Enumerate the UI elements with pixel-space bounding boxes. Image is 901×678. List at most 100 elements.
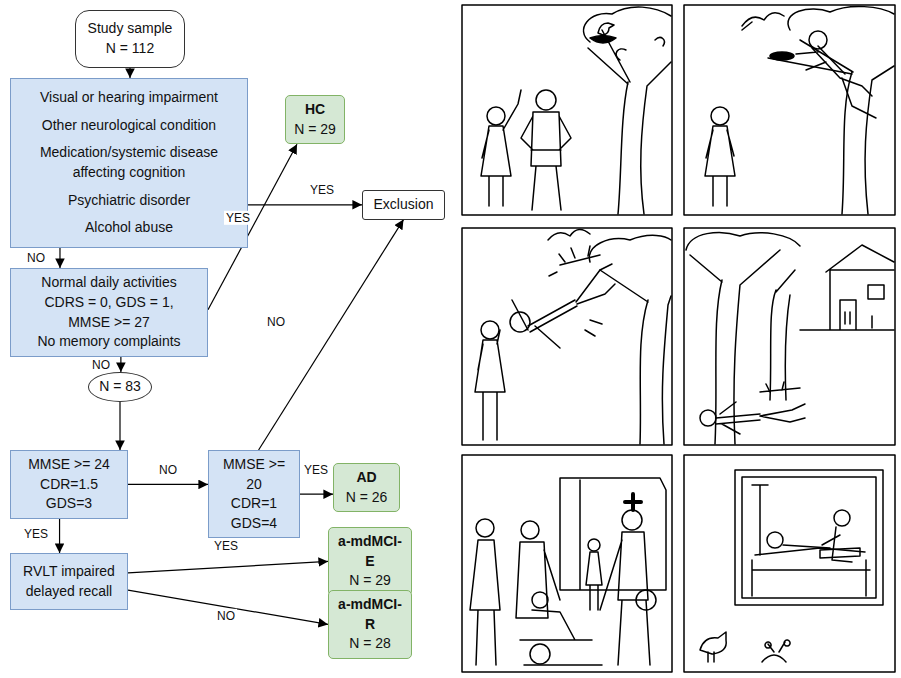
comic-panel-5: [462, 455, 672, 672]
woman-head: [476, 519, 494, 537]
girl-figure: [586, 552, 602, 610]
visitor-head: [834, 510, 850, 526]
node-text: N = 112: [106, 39, 154, 59]
nest-drawing: [590, 36, 616, 44]
man-head: [700, 410, 716, 426]
node-text: Study sample: [88, 19, 173, 39]
flow-arrow: [59, 519, 60, 553]
stretcher-wheel: [530, 644, 550, 664]
node-text: Normal daily activities: [41, 273, 176, 293]
node-text: Medication/systemic disease affecting co…: [17, 143, 241, 182]
woman-figure: [705, 126, 735, 206]
flow-arrow: [129, 68, 130, 78]
flow-arrow: [128, 484, 208, 485]
node-text: CDRS = 0, GDS = 1,: [44, 293, 173, 313]
node-text: Exclusion: [374, 195, 434, 215]
node-text: Psychiatric disorder: [68, 191, 190, 211]
edge-label: NO: [25, 251, 47, 265]
node-text: No memory complaints: [37, 332, 180, 352]
helper-head: [521, 521, 539, 539]
edge-label: YES: [302, 463, 330, 477]
patient-head: [767, 532, 783, 548]
node-text: N = 29: [349, 571, 391, 591]
comic-panel-2: [684, 5, 895, 215]
stretcher-drawing: [520, 610, 602, 665]
woman-figure: [475, 330, 505, 440]
nest-drawing: [770, 52, 794, 60]
node-text: CDR=1.5: [40, 475, 98, 495]
house-drawing: [800, 245, 894, 330]
bird-drawing: [548, 229, 590, 240]
criteria-box: RVLT impaired delayed recall: [10, 553, 128, 610]
woman-head: [711, 107, 729, 125]
woman-figure: [470, 540, 500, 665]
flow-arrow: [128, 561, 328, 573]
edge-label: YES: [212, 539, 240, 553]
criteria-box: MMSE >= 24CDR=1.5GDS=3: [10, 450, 128, 519]
node-text: N = 83: [99, 377, 141, 397]
node-text: Alcohol abuse: [85, 218, 173, 238]
panel-frame: [462, 228, 672, 445]
broken-branch: [549, 246, 600, 276]
flow-arrow: [59, 248, 60, 268]
panel-frame: [684, 5, 895, 215]
node-text: RVLT impaired delayed recall: [17, 562, 121, 601]
edge-label: YES: [22, 527, 50, 541]
comic-panel-4: [684, 228, 895, 445]
man-head: [622, 510, 642, 530]
ambulance-cross: [625, 494, 641, 510]
woman-head: [487, 107, 505, 125]
group-box: a-mdMCI-RN = 28: [328, 590, 412, 659]
tree-drawing: [584, 7, 671, 214]
group-name: AD: [356, 468, 376, 488]
panel-frame: [462, 455, 672, 672]
group-box: ADN = 26: [333, 463, 400, 512]
node-text: N = 26: [346, 488, 388, 508]
edge-label: NO: [157, 463, 179, 477]
flowers-drawing: [762, 640, 790, 662]
iv-pole: [752, 485, 768, 555]
count-oval: N = 83: [88, 372, 152, 402]
group-box: HCN = 29: [285, 95, 345, 144]
edge-label: NO: [90, 358, 112, 372]
node-text: Other neurological condition: [42, 116, 216, 136]
node-text: Visual or hearing impairment: [40, 88, 218, 108]
bed-drawing: [752, 548, 870, 596]
patient-figure: [783, 545, 860, 558]
man-lying: [716, 382, 805, 434]
child-head: [532, 592, 548, 608]
flow-arrow: [300, 494, 333, 495]
panel-frame: [684, 455, 895, 672]
flow-arrow: [120, 357, 121, 372]
tree-drawing: [768, 6, 894, 214]
panel-frame: [684, 228, 895, 445]
flow-arrow: [259, 220, 404, 450]
group-name: HC: [305, 100, 325, 120]
man-falling: [512, 264, 615, 348]
node-text: GDS=4: [231, 514, 277, 534]
helper-figure: [516, 542, 560, 618]
comic-panel-1: [462, 5, 672, 215]
exclusion-box: Exclusion: [362, 190, 445, 220]
edge-label: NO: [215, 609, 237, 623]
ambulance-drawing: [560, 478, 666, 590]
node-text: GDS=3: [46, 494, 92, 514]
visitor-figure: [822, 527, 852, 562]
criteria-box: Normal daily activitiesCDRS = 0, GDS = 1…: [10, 268, 208, 357]
node-text: CDR=1: [231, 494, 277, 514]
bird-drawing: [598, 23, 614, 35]
woman-head: [481, 321, 499, 339]
comic-panel-3: [462, 228, 672, 445]
edge-label: NO: [265, 315, 287, 329]
criteria-box: MMSE >= 20CDR=1GDS=4: [208, 450, 300, 538]
group-box: a-mdMCI-EN = 29: [328, 527, 412, 596]
edge-label: YES: [224, 211, 252, 225]
man-figure: [521, 112, 571, 210]
group-name: a-mdMCI-E: [335, 532, 405, 571]
start-box: Study sampleN = 112: [75, 10, 185, 68]
edge-label: YES: [308, 183, 336, 197]
node-text: N = 29: [294, 120, 336, 140]
tree-drawing: [589, 235, 671, 444]
criteria-box: Visual or hearing impairmentOther neurol…: [10, 78, 248, 248]
